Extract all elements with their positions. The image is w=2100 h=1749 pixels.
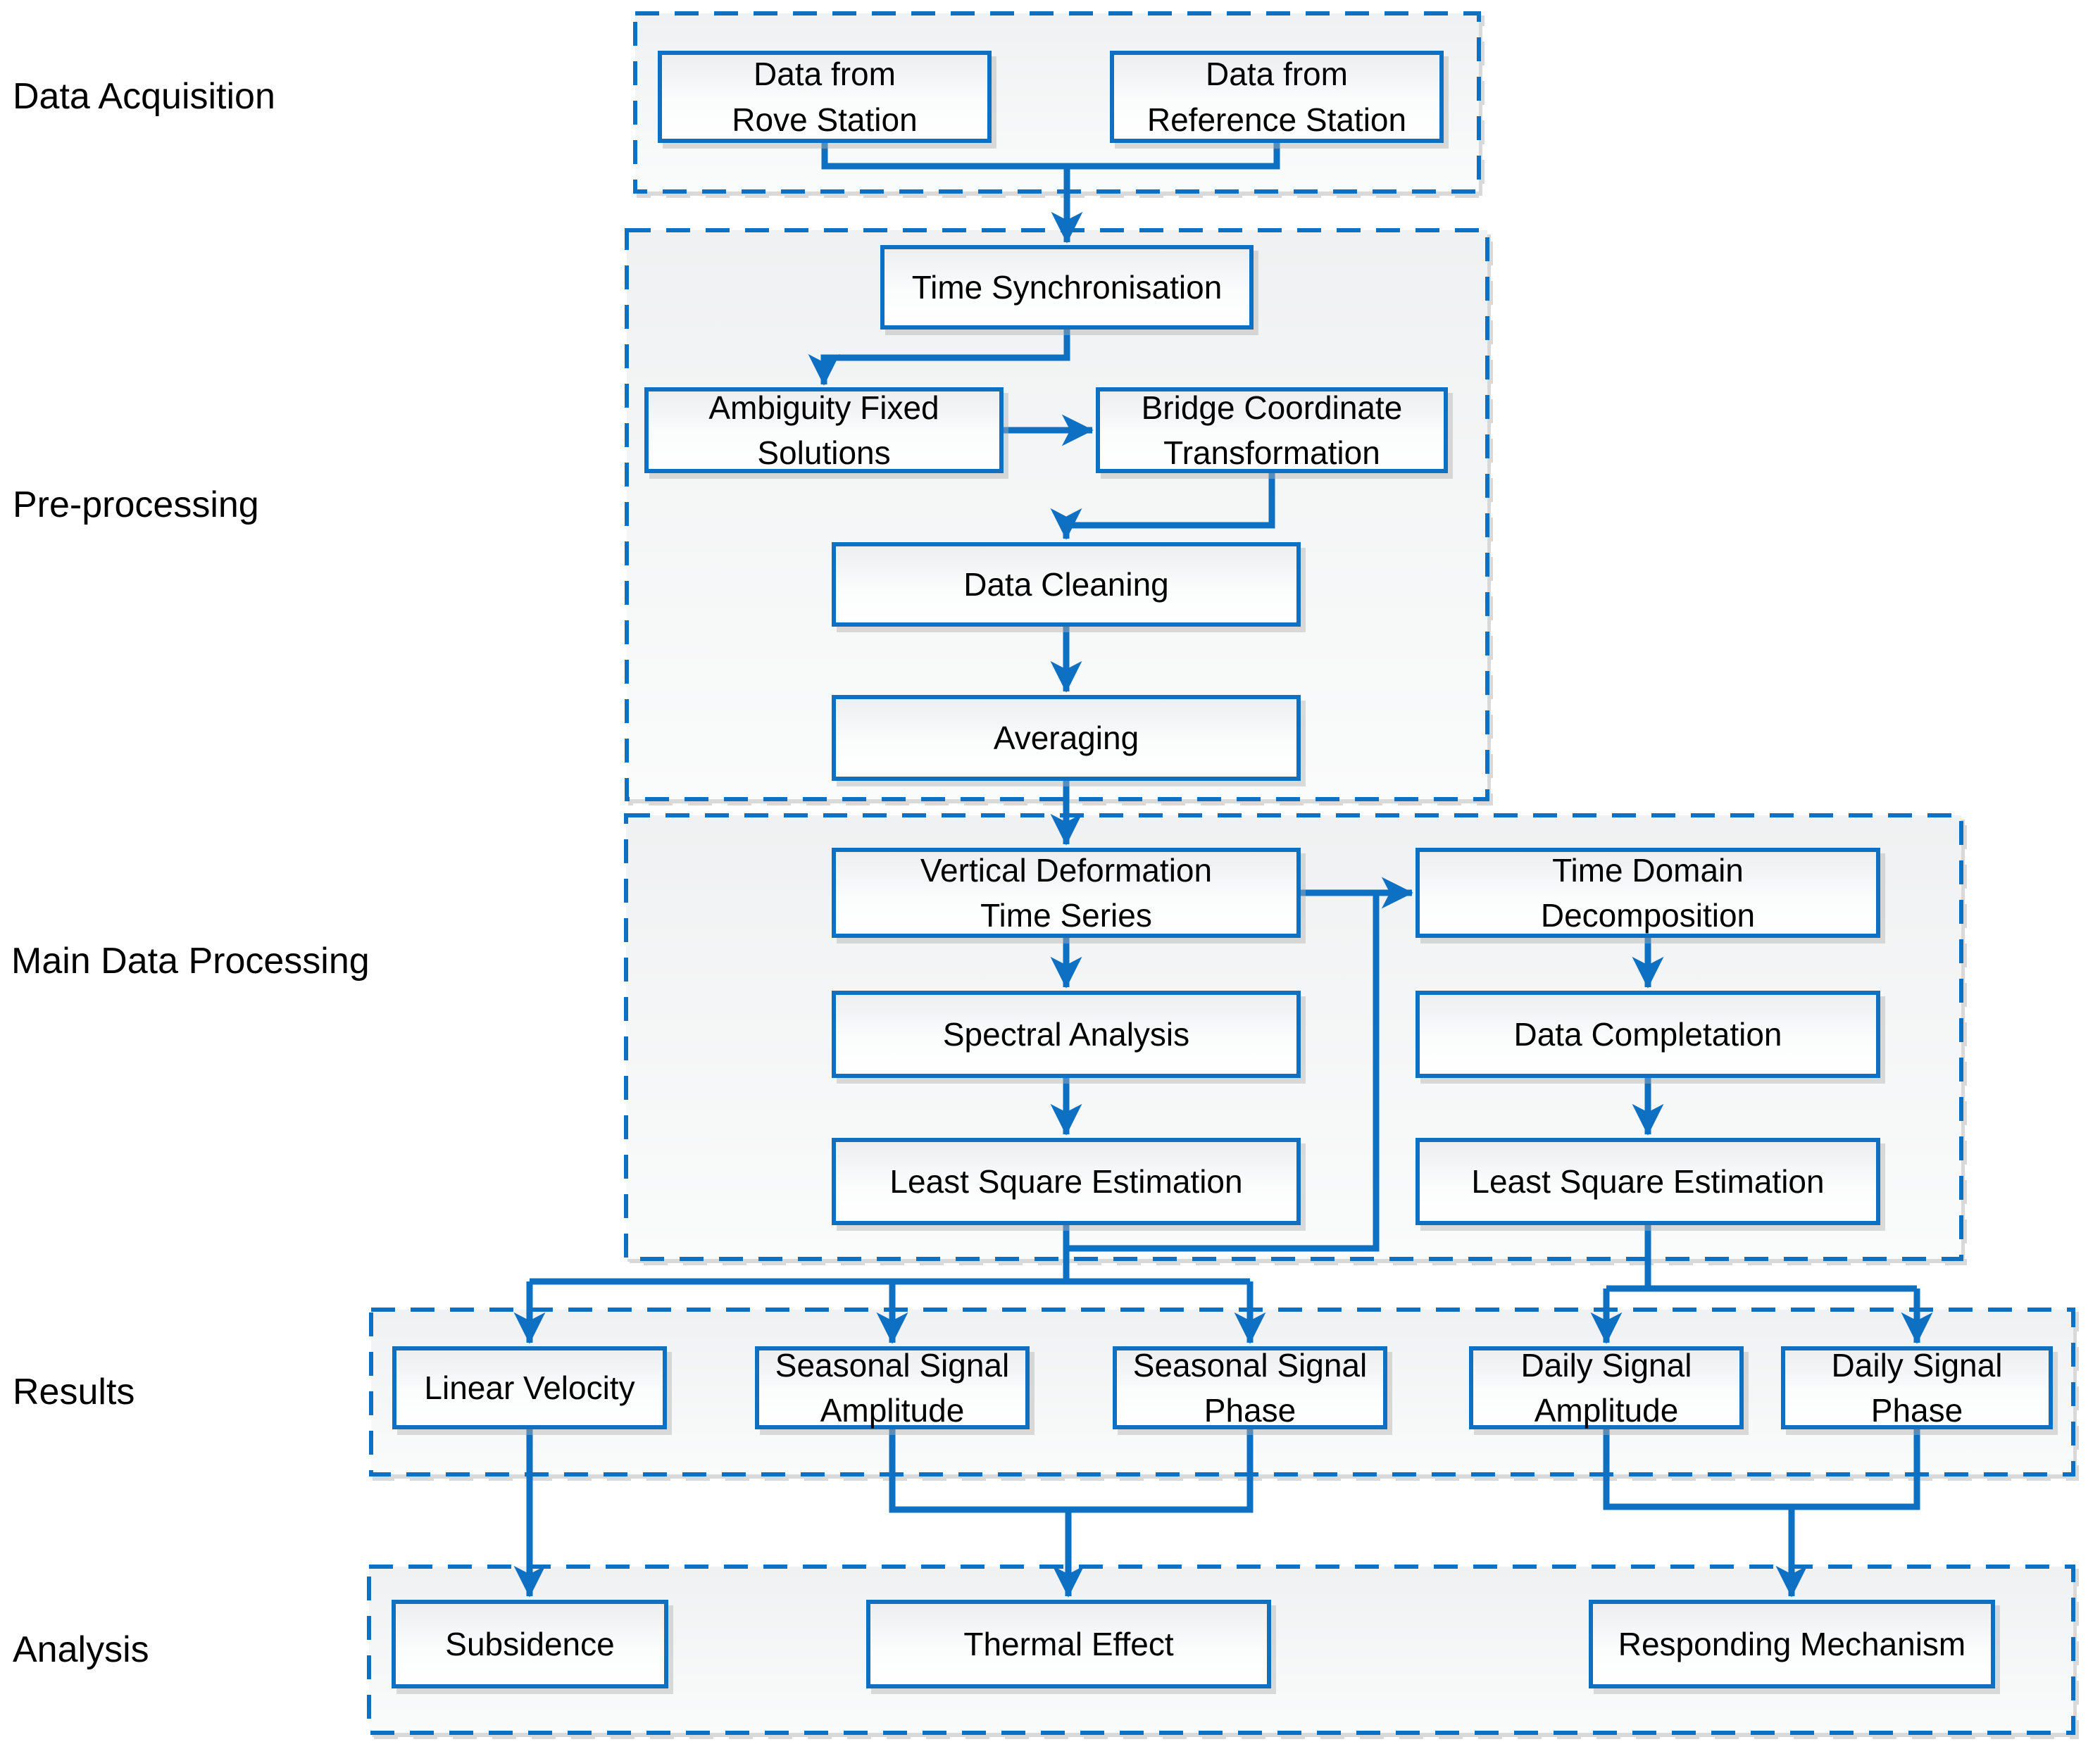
node-thermal-effect: Thermal Effect xyxy=(866,1600,1271,1688)
section-label-main-data-processing: Main Data Processing xyxy=(11,941,370,982)
arrow-timesync-to-ambiguity xyxy=(808,330,1070,386)
node-subsidence: Subsidence xyxy=(392,1600,668,1688)
section-label-pre-processing: Pre-processing xyxy=(13,484,259,525)
connector-vdts-bypass-junction xyxy=(1066,893,1380,1252)
section-label-data-acquisition: Data Acquisition xyxy=(13,76,275,117)
node-least-square-estimation-right: Least Square Estimation xyxy=(1415,1138,1880,1225)
node-spectral-analysis: Spectral Analysis xyxy=(832,991,1301,1078)
node-linear-velocity: Linear Velocity xyxy=(392,1346,667,1429)
node-averaging: Averaging xyxy=(832,695,1301,781)
node-seasonal-signal-amplitude: Seasonal Signal Amplitude xyxy=(755,1346,1030,1429)
section-label-results: Results xyxy=(13,1372,135,1412)
node-ambiguity-fixed-solutions: Ambiguity Fixed Solutions xyxy=(644,387,1004,473)
node-vertical-deformation-time-series: Vertical Deformation Time Series xyxy=(832,848,1301,938)
node-least-square-estimation-left: Least Square Estimation xyxy=(832,1138,1301,1225)
node-data-from-rove-station: Data from Rove Station xyxy=(658,51,992,143)
node-seasonal-signal-phase: Seasonal Signal Phase xyxy=(1113,1346,1387,1429)
node-data-cleaning: Data Cleaning xyxy=(832,542,1301,627)
node-daily-signal-phase: Daily Signal Phase xyxy=(1781,1346,2053,1429)
node-daily-signal-amplitude: Daily Signal Amplitude xyxy=(1469,1346,1744,1429)
node-data-completation: Data Completation xyxy=(1415,991,1880,1078)
node-bridge-coordinate-transformation: Bridge Coordinate Transformation xyxy=(1096,387,1448,473)
node-time-synchronisation: Time Synchronisation xyxy=(880,245,1254,330)
connector-daily-merge xyxy=(1603,1429,1920,1510)
node-time-domain-decomposition: Time Domain Decomposition xyxy=(1415,848,1880,938)
node-responding-mechanism: Responding Mechanism xyxy=(1589,1600,1995,1688)
arrow-bridge-to-cleaning xyxy=(1050,473,1275,540)
connector-stations-merge xyxy=(821,141,1280,170)
section-label-analysis: Analysis xyxy=(13,1629,149,1670)
node-data-from-reference-station: Data from Reference Station xyxy=(1110,51,1444,143)
